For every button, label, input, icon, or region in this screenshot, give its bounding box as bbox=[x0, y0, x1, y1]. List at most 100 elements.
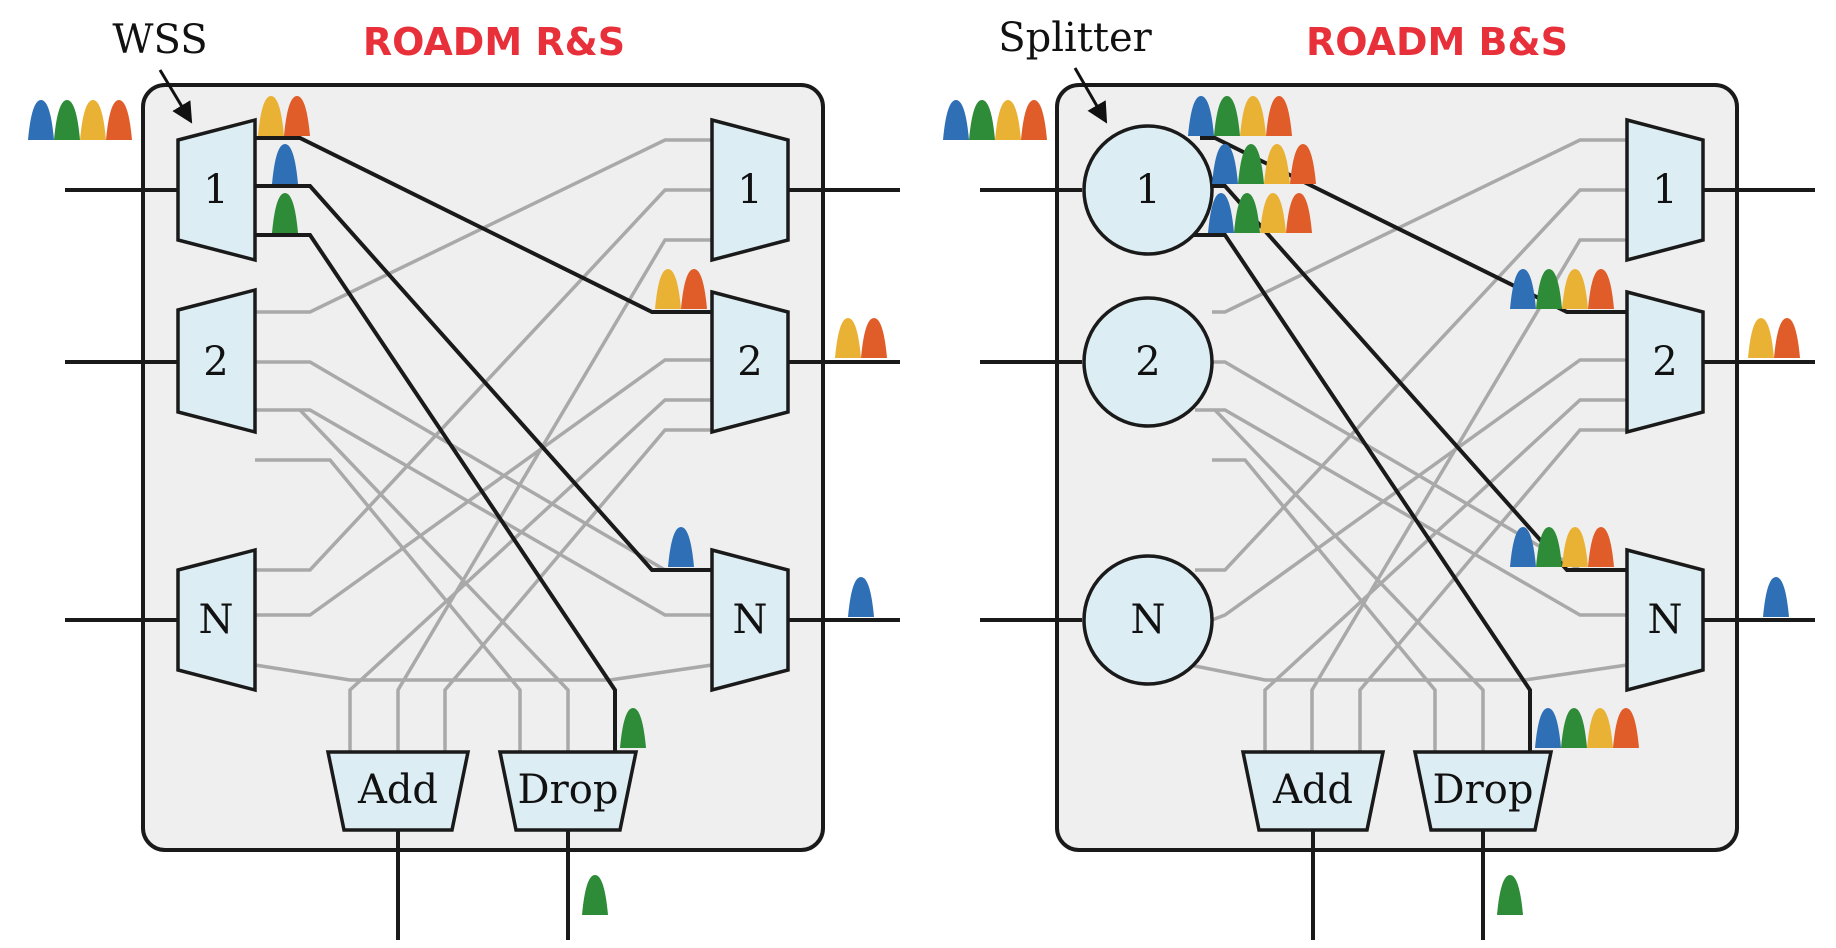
roadm-bs-splitter-1: 1 bbox=[1082, 124, 1214, 256]
drop-label: Drop bbox=[518, 767, 619, 813]
roadm-bs-splitter-2: 2 bbox=[1082, 296, 1214, 428]
wavelength-green bbox=[1536, 527, 1562, 567]
port-label: 1 bbox=[1652, 167, 1677, 213]
roadm-bs-output-port-1: 1 bbox=[1625, 117, 1705, 263]
roadm-bs-splitter-n: N bbox=[1082, 554, 1214, 686]
port2-in-wavelengths bbox=[655, 269, 707, 309]
roadm-rs-input-port-1: 1 bbox=[176, 117, 257, 263]
port2-out-wavelengths bbox=[1748, 318, 1800, 358]
wavelength-orange bbox=[1613, 708, 1639, 748]
port-label: 2 bbox=[1652, 339, 1677, 385]
roadm-rs-output-port-2: 2 bbox=[710, 289, 790, 435]
wavelength-green bbox=[1214, 96, 1240, 136]
port2-in-wavelengths bbox=[1510, 269, 1614, 309]
wavelength-yellow bbox=[655, 269, 681, 309]
drop-label: Drop bbox=[1433, 767, 1534, 813]
panel-roadm-rs: 1 2 N 1 2 N Add Drop bbox=[28, 17, 900, 940]
roadm-rs-mesh bbox=[254, 138, 713, 752]
roadm-bs-chassis bbox=[1055, 83, 1739, 852]
wavelength-yellow bbox=[1562, 527, 1588, 567]
port-label: N bbox=[1648, 597, 1683, 643]
wavelength-orange bbox=[284, 96, 310, 136]
port2-out-wavelengths bbox=[835, 318, 887, 358]
roadm-rs-input-port-n: N bbox=[176, 547, 257, 693]
wavelength-blue bbox=[1763, 577, 1789, 617]
wavelength-yellow bbox=[258, 96, 284, 136]
wss-out-wavelength-blue bbox=[272, 144, 298, 184]
port-label: 2 bbox=[1135, 339, 1160, 385]
portn-out-wavelength bbox=[1763, 577, 1789, 617]
wavelength-blue bbox=[1208, 193, 1234, 233]
add-label: Add bbox=[357, 767, 438, 813]
port-label: 2 bbox=[203, 339, 228, 385]
wavelength-green bbox=[1497, 875, 1523, 915]
portn-in-wavelength bbox=[668, 527, 694, 567]
wss-out-wavelength-green bbox=[272, 193, 298, 233]
splitter-out-wavelengths-2 bbox=[1212, 144, 1316, 184]
wavelength-blue bbox=[943, 100, 969, 140]
roadm-bs-external-lines bbox=[980, 188, 1815, 940]
wavelength-green bbox=[1238, 144, 1264, 184]
wavelength-green bbox=[969, 100, 995, 140]
panel-title: ROADM B&S bbox=[1306, 20, 1568, 64]
roadm-rs-output-port-n: N bbox=[710, 547, 790, 693]
wavelength-yellow bbox=[1240, 96, 1266, 136]
port-label: 1 bbox=[203, 167, 228, 213]
wavelength-blue bbox=[1510, 269, 1536, 309]
port-label: 2 bbox=[737, 339, 762, 385]
wavelength-orange bbox=[1286, 193, 1312, 233]
splitter-out-wavelengths-1 bbox=[1188, 96, 1292, 136]
wavelength-blue bbox=[1212, 144, 1238, 184]
roadm-bs-wavelengths bbox=[943, 96, 1800, 915]
wavelength-blue bbox=[1535, 708, 1561, 748]
roadm-rs-wavelengths bbox=[28, 96, 887, 915]
wavelength-green bbox=[620, 708, 646, 748]
roadm-rs-external-lines bbox=[65, 188, 900, 940]
wavelength-orange bbox=[106, 100, 132, 140]
wavelength-green bbox=[1561, 708, 1587, 748]
drop-in-wavelength bbox=[620, 708, 646, 748]
roadm-bs-output-port-2: 2 bbox=[1625, 289, 1705, 435]
roadm-bs-add-block: Add bbox=[1240, 750, 1386, 832]
portn-out-wavelength bbox=[848, 577, 874, 617]
wavelength-yellow bbox=[1264, 144, 1290, 184]
port-label: N bbox=[199, 597, 234, 643]
wavelength-green bbox=[1536, 269, 1562, 309]
wavelength-blue bbox=[1510, 527, 1536, 567]
wavelength-orange bbox=[1290, 144, 1316, 184]
wavelength-blue bbox=[28, 100, 54, 140]
wavelength-blue bbox=[1188, 96, 1214, 136]
roadm-rs-output-port-1: 1 bbox=[710, 117, 790, 263]
roadm-bs-drop-block: Drop bbox=[1412, 750, 1554, 832]
roadm-rs-active-paths bbox=[255, 136, 712, 752]
portn-in-wavelengths bbox=[1510, 527, 1614, 567]
wavelength-blue bbox=[272, 144, 298, 184]
add-label: Add bbox=[1272, 767, 1353, 813]
wavelength-yellow bbox=[1587, 708, 1613, 748]
roadm-bs-output-port-n: N bbox=[1625, 547, 1705, 693]
roadm-rs-drop-block: Drop bbox=[497, 750, 639, 832]
wavelength-orange bbox=[1588, 269, 1614, 309]
wss-callout: WSS bbox=[112, 17, 207, 63]
panel-title: ROADM R&S bbox=[363, 20, 625, 64]
splitter-callout-arrow bbox=[1073, 67, 1108, 124]
drop-out-wavelength bbox=[1497, 875, 1523, 915]
splitter-out-wavelengths-3 bbox=[1208, 193, 1312, 233]
wavelength-orange bbox=[681, 269, 707, 309]
wavelength-blue bbox=[668, 527, 694, 567]
roadm-rs-add-block: Add bbox=[325, 750, 471, 832]
wavelength-yellow bbox=[835, 318, 861, 358]
panel-roadm-bs: 1 2 N 1 2 N Add Drop bbox=[943, 15, 1815, 940]
roadm-bs-mesh bbox=[1189, 138, 1628, 752]
wavelength-yellow bbox=[1562, 269, 1588, 309]
port-label: N bbox=[1131, 597, 1166, 643]
roadm-rs-chassis bbox=[141, 83, 825, 852]
input-wavelengths-all bbox=[28, 100, 132, 140]
wavelength-green bbox=[54, 100, 80, 140]
wavelength-orange bbox=[1774, 318, 1800, 358]
port-label: 1 bbox=[1135, 167, 1160, 213]
drop-out-wavelength bbox=[582, 875, 608, 915]
wavelength-green bbox=[1234, 193, 1260, 233]
splitter-callout: Splitter bbox=[998, 15, 1152, 61]
